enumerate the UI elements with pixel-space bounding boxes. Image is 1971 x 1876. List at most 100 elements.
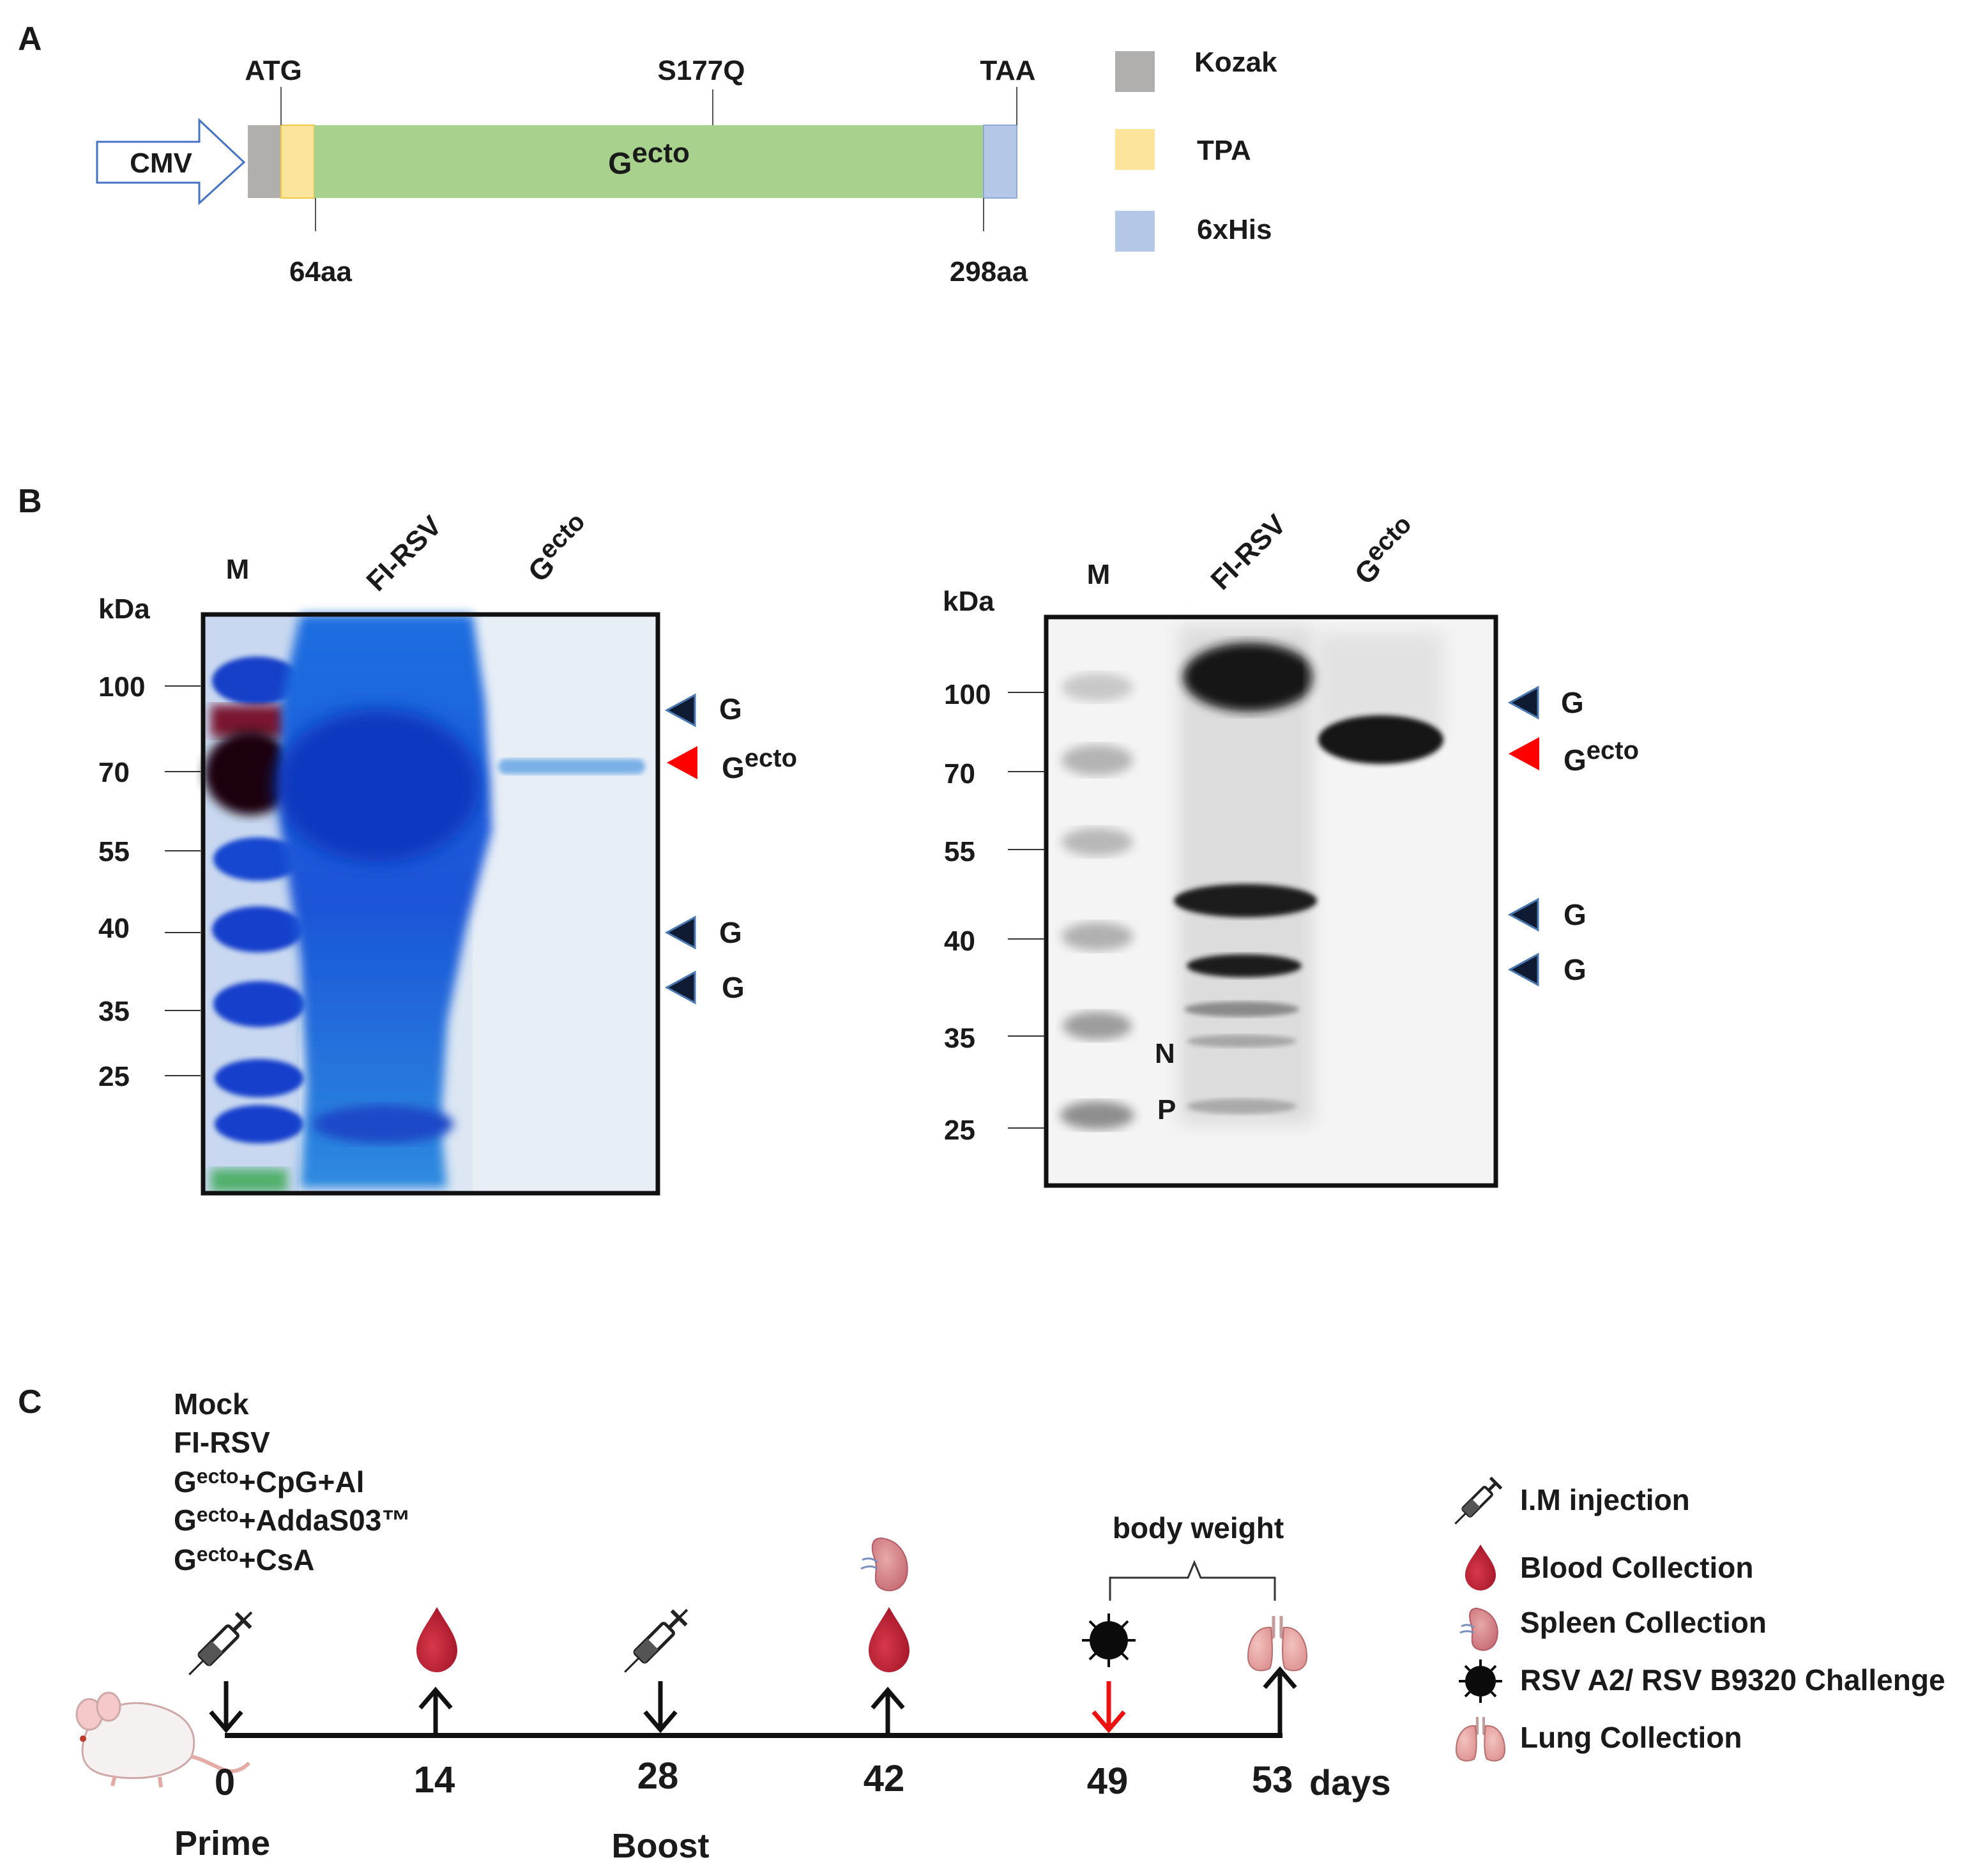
blot-marker-band xyxy=(1060,1101,1134,1129)
g-arrow-icon xyxy=(664,693,696,728)
blot-marker-band xyxy=(1063,1012,1132,1040)
blot-band-n-label: N xyxy=(1155,1038,1175,1069)
tpa-segment xyxy=(280,125,315,199)
blood-drop-icon xyxy=(1465,1544,1496,1590)
end-position-label: 298aa xyxy=(950,256,1028,287)
gel-left-marker-label: 70 xyxy=(98,757,130,788)
prime-label: Prime xyxy=(174,1824,270,1863)
gel-right-marker-label: 55 xyxy=(944,836,975,867)
blot-fi-rsv-band xyxy=(1187,1035,1297,1048)
blood-drop-icon xyxy=(416,1607,457,1672)
g-arrow-icon xyxy=(664,915,696,950)
gel-left-marker-label: 100 xyxy=(98,671,145,703)
blot-gecto-lane xyxy=(1316,632,1443,764)
timeline-icons xyxy=(188,1537,1308,1675)
mutation-label: S177Q xyxy=(658,55,745,86)
g-arrow-icon xyxy=(1507,952,1539,987)
lung-icon xyxy=(1455,1717,1506,1762)
blot-fi-rsv-band xyxy=(1183,643,1316,712)
gel-left-marker-band xyxy=(212,906,304,952)
spleen-icon xyxy=(860,1537,908,1592)
gel-right-arrows: G Gecto G G xyxy=(1507,685,1639,987)
gel-left-lane-m: M xyxy=(226,554,250,585)
gel-left-lane-fi: FI-RSV xyxy=(360,510,448,597)
legend-tpa-label: TPA xyxy=(1197,135,1251,166)
gel-left-marker-band xyxy=(213,837,303,881)
panel-c: C Mock FI-RSV Gecto+CpG+Al Gecto+AddaS03… xyxy=(18,1384,1945,1865)
panel-c-label: C xyxy=(18,1384,42,1421)
day-label: 49 xyxy=(1087,1760,1129,1802)
boost-label: Boost xyxy=(612,1827,710,1865)
gel-right-marker-label: 35 xyxy=(944,1023,975,1054)
gel-left-lane-gecto: Gecto xyxy=(517,507,598,588)
day-label: 42 xyxy=(864,1758,905,1799)
western-blot: M FI-RSV Gecto kDa xyxy=(943,508,1639,1188)
group-item: Gecto+CpG+Al xyxy=(174,1465,364,1499)
gel-right-g-label: G xyxy=(1561,686,1584,719)
start-position-label: 64aa xyxy=(289,256,352,287)
blot-marker-band xyxy=(1062,673,1133,701)
day-label: 53 xyxy=(1252,1759,1293,1801)
blot-fi-rsv-band xyxy=(1174,884,1317,917)
his-tag-segment xyxy=(983,125,1017,199)
day-label: 28 xyxy=(637,1755,679,1797)
syringe-icon xyxy=(188,1611,253,1675)
gel-left-marker-band xyxy=(213,981,305,1027)
virus-icon xyxy=(1459,1659,1502,1703)
legend-blood-label: Blood Collection xyxy=(1520,1551,1753,1584)
kozak-segment xyxy=(248,125,281,198)
timeline-arrows xyxy=(209,1666,1297,1735)
legend-his-swatch xyxy=(1115,211,1155,252)
gel-left-marker-label: 25 xyxy=(98,1061,130,1092)
gel-left-kda-title: kDa xyxy=(98,593,150,625)
atg-label: ATG xyxy=(245,55,302,86)
body-weight-brace xyxy=(1109,1560,1276,1601)
gel-left-gecto-band xyxy=(498,759,645,774)
panel-a-legend: Kozak TPA 6xHis xyxy=(1115,47,1277,252)
gel-right-lane-m: M xyxy=(1087,559,1111,590)
blot-marker-band xyxy=(1062,922,1133,950)
gel-left-marker-band xyxy=(204,731,296,815)
day-label: 0 xyxy=(215,1762,235,1803)
gel-left-g-label: G xyxy=(719,692,742,726)
blot-fi-rsv-band xyxy=(1187,1099,1297,1114)
blot-marker-band xyxy=(1062,745,1133,775)
legend-kozak-label: Kozak xyxy=(1194,47,1277,78)
gel-right-g-label: G xyxy=(1564,953,1587,986)
gel-right-lane-fi: FI-RSV xyxy=(1205,508,1292,596)
gel-left-marker-band xyxy=(211,1169,287,1192)
group-item: Gecto+CsA xyxy=(174,1543,314,1576)
days-unit-label: days xyxy=(1309,1762,1391,1803)
gel-left-ladder: 100 70 55 40 35 25 xyxy=(98,671,201,1092)
blot-frame xyxy=(1044,614,1498,1188)
blot-fi-rsv-band xyxy=(1184,1002,1299,1017)
gel-left-g-label: G xyxy=(719,916,742,949)
gel-left-g-label: G xyxy=(722,971,745,1004)
body-weight-annotation: body weight xyxy=(1109,1511,1284,1601)
g-arrow-icon xyxy=(1507,685,1539,720)
coomassie-gel: M FI-RSV Gecto kDa xyxy=(98,507,797,1196)
day-label: 14 xyxy=(414,1759,455,1801)
legend-challenge-label: RSV A2/ RSV B9320 Challenge xyxy=(1520,1663,1945,1697)
gel-right-kda-title: kDa xyxy=(943,586,994,617)
panel-a-label: A xyxy=(18,20,42,57)
gel-left-marker-band xyxy=(212,657,301,705)
gel-left-fi-rsv-band xyxy=(313,1105,453,1143)
lung-icon xyxy=(1247,1616,1308,1672)
blot-gecto-band xyxy=(1318,715,1443,764)
panel-b: B M FI-RSV Gecto kDa xyxy=(18,483,1639,1196)
gel-right-marker-label: 100 xyxy=(944,679,991,710)
gel-left-marker-label: 35 xyxy=(98,996,130,1027)
gecto-arrow-icon xyxy=(1509,737,1539,770)
legend-his-label: 6xHis xyxy=(1197,214,1272,245)
gel-left-marker-label: 55 xyxy=(98,836,130,867)
blot-fi-rsv-band xyxy=(1187,954,1302,977)
body-weight-label: body weight xyxy=(1113,1511,1284,1544)
syringe-icon xyxy=(1454,1476,1503,1525)
group-item: Mock xyxy=(174,1387,249,1421)
group-item: Gecto+AddaS03™ xyxy=(174,1503,411,1537)
gecto-gene-label: Gecto xyxy=(608,137,690,181)
gel-right-ladder: 100 70 55 40 35 25 xyxy=(944,679,1045,1146)
panel-c-legend: I.M injection Blood Collection Spleen Co… xyxy=(1454,1476,1945,1762)
gecto-arrow-icon xyxy=(667,746,697,779)
